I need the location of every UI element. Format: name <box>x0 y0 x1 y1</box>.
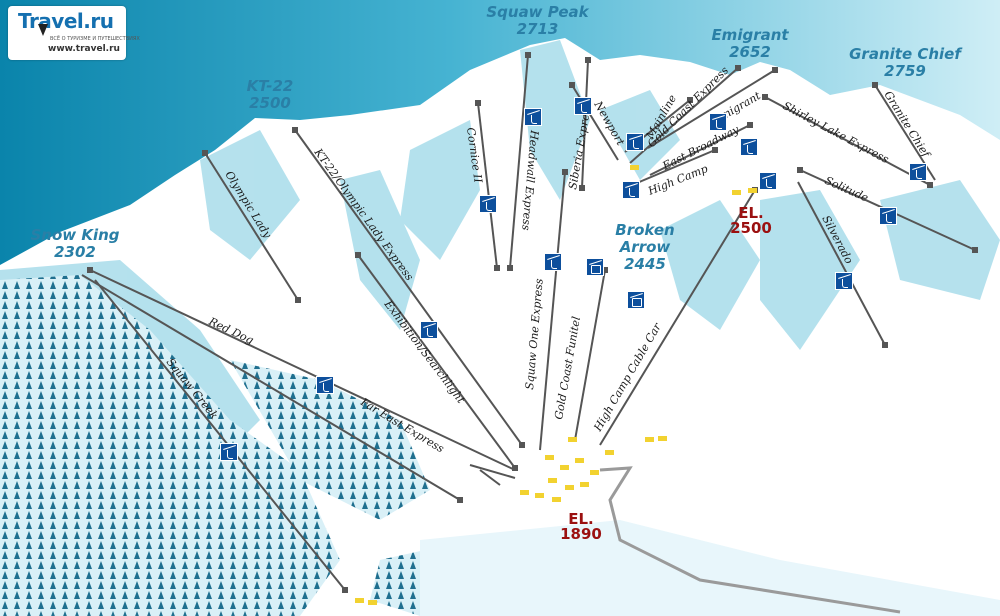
lift-line-high-camp <box>624 149 716 189</box>
lift-lines <box>81 54 976 591</box>
cable-car-icon <box>627 291 645 309</box>
lift-line-cable-car <box>599 189 756 446</box>
chairlift-icon <box>626 133 644 151</box>
elevation-label-high-camp: EL.2500 <box>730 204 772 237</box>
lift-line-east-broadway <box>649 124 751 176</box>
chairlift-icon <box>316 376 334 394</box>
lift-line-cornice-ii <box>477 102 498 269</box>
logo-brand: Travel.ru <box>18 9 114 33</box>
lift-line-far-east <box>81 274 461 501</box>
gondola-icon <box>586 258 604 276</box>
chairlift-icon <box>759 172 777 190</box>
access-road <box>599 466 901 614</box>
lift-line-kt22 <box>294 129 523 446</box>
chairlift-icon <box>524 108 542 126</box>
chairlift-icon <box>420 321 438 339</box>
lift-line-emigrant <box>647 69 776 149</box>
logo-tagline: ВСЁ О ТУРИЗМЕ И ПУТЕШЕСТВИЯХ <box>50 36 140 42</box>
logo-url: www.travel.ru <box>48 44 120 54</box>
chairlift-icon <box>879 207 897 225</box>
lift-line-shirley <box>764 96 931 186</box>
elevation-label-village: EL.1890 <box>560 510 602 543</box>
lift-line-squaw-one <box>539 171 566 451</box>
chairlift-icon <box>740 138 758 156</box>
lift-line-funitel <box>574 269 606 441</box>
lift-line-squaw-creek <box>94 279 346 591</box>
chairlift-icon <box>622 181 640 199</box>
lift-line-red-dog <box>89 269 516 471</box>
lift-line-olympic-lady <box>204 152 299 301</box>
chairlift-icon <box>544 253 562 271</box>
lift-line-siberia <box>581 59 589 189</box>
chairlift-icon <box>709 113 727 131</box>
village-buildings <box>355 165 757 605</box>
chairlift-icon <box>835 272 853 290</box>
travel-ru-logo[interactable]: Travel.ru ВСЁ О ТУРИЗМЕ И ПУТЕШЕСТВИЯХ w… <box>8 6 140 60</box>
lift-line-silverado <box>797 181 886 346</box>
chairlift-icon <box>574 97 592 115</box>
pin-icon <box>38 24 48 36</box>
lift-line-exhibition <box>357 254 516 469</box>
chairlift-icon <box>479 195 497 213</box>
lift-line-headwall <box>509 54 529 269</box>
valley <box>420 520 1000 616</box>
chairlift-icon <box>909 163 927 181</box>
chairlift-icon <box>220 443 238 461</box>
